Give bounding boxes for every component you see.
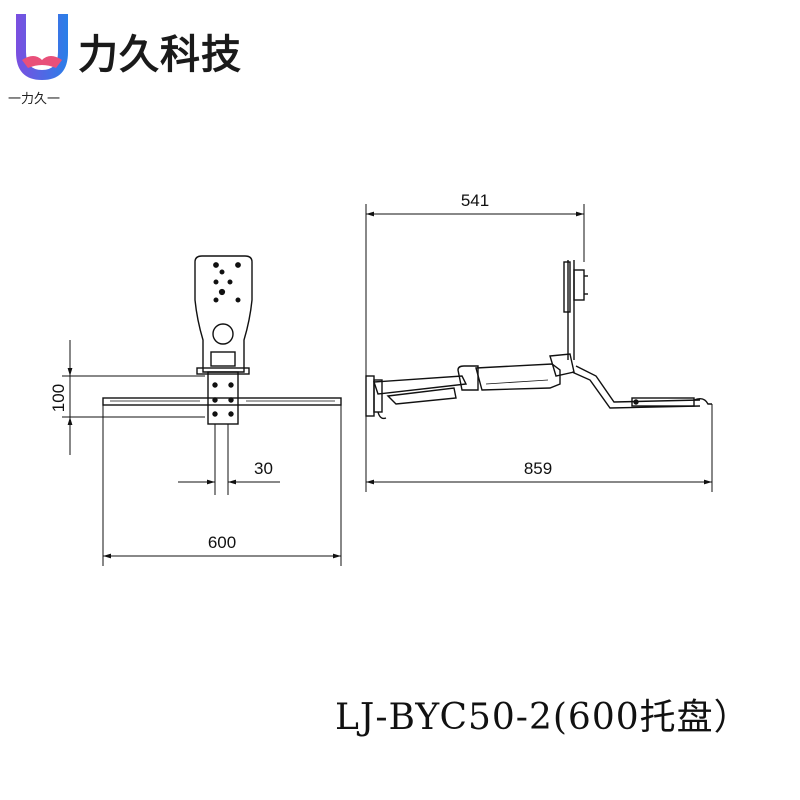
arm-2 — [475, 363, 561, 391]
wall-plate — [365, 375, 375, 417]
post-collar — [196, 367, 250, 375]
joint-1 — [457, 365, 479, 391]
handshake-icon — [22, 56, 62, 68]
dim-side-top — [365, 204, 585, 376]
tray-support — [571, 371, 701, 409]
dim-front-post — [178, 424, 280, 495]
dim-front-height — [62, 340, 205, 455]
dim-label-100: 100 — [49, 384, 68, 412]
vesa-plate — [563, 261, 571, 313]
brand-logo — [8, 8, 268, 108]
dim-label-600: 600 — [208, 533, 236, 552]
dim-front-width — [102, 405, 342, 566]
dim-label-541: 541 — [461, 191, 489, 210]
dim-label-859: 859 — [524, 459, 552, 478]
cable-hole — [212, 323, 234, 345]
brand-u-icon — [16, 14, 68, 80]
dim-side-total — [365, 404, 713, 492]
tray — [631, 397, 695, 407]
elbow — [549, 353, 575, 377]
dim-label-30: 30 — [254, 459, 273, 478]
tray-bar — [102, 397, 342, 406]
brand-tagline: 一力久一 — [8, 92, 61, 107]
clamp-window — [210, 351, 236, 367]
brand-name: 力久科技 — [78, 32, 242, 78]
model-label: LJ-BYC50-2(600托盘） — [335, 697, 751, 738]
arm-1 — [373, 375, 468, 395]
front-view — [102, 255, 342, 425]
side-view — [365, 260, 712, 420]
mount-plate — [194, 255, 253, 373]
